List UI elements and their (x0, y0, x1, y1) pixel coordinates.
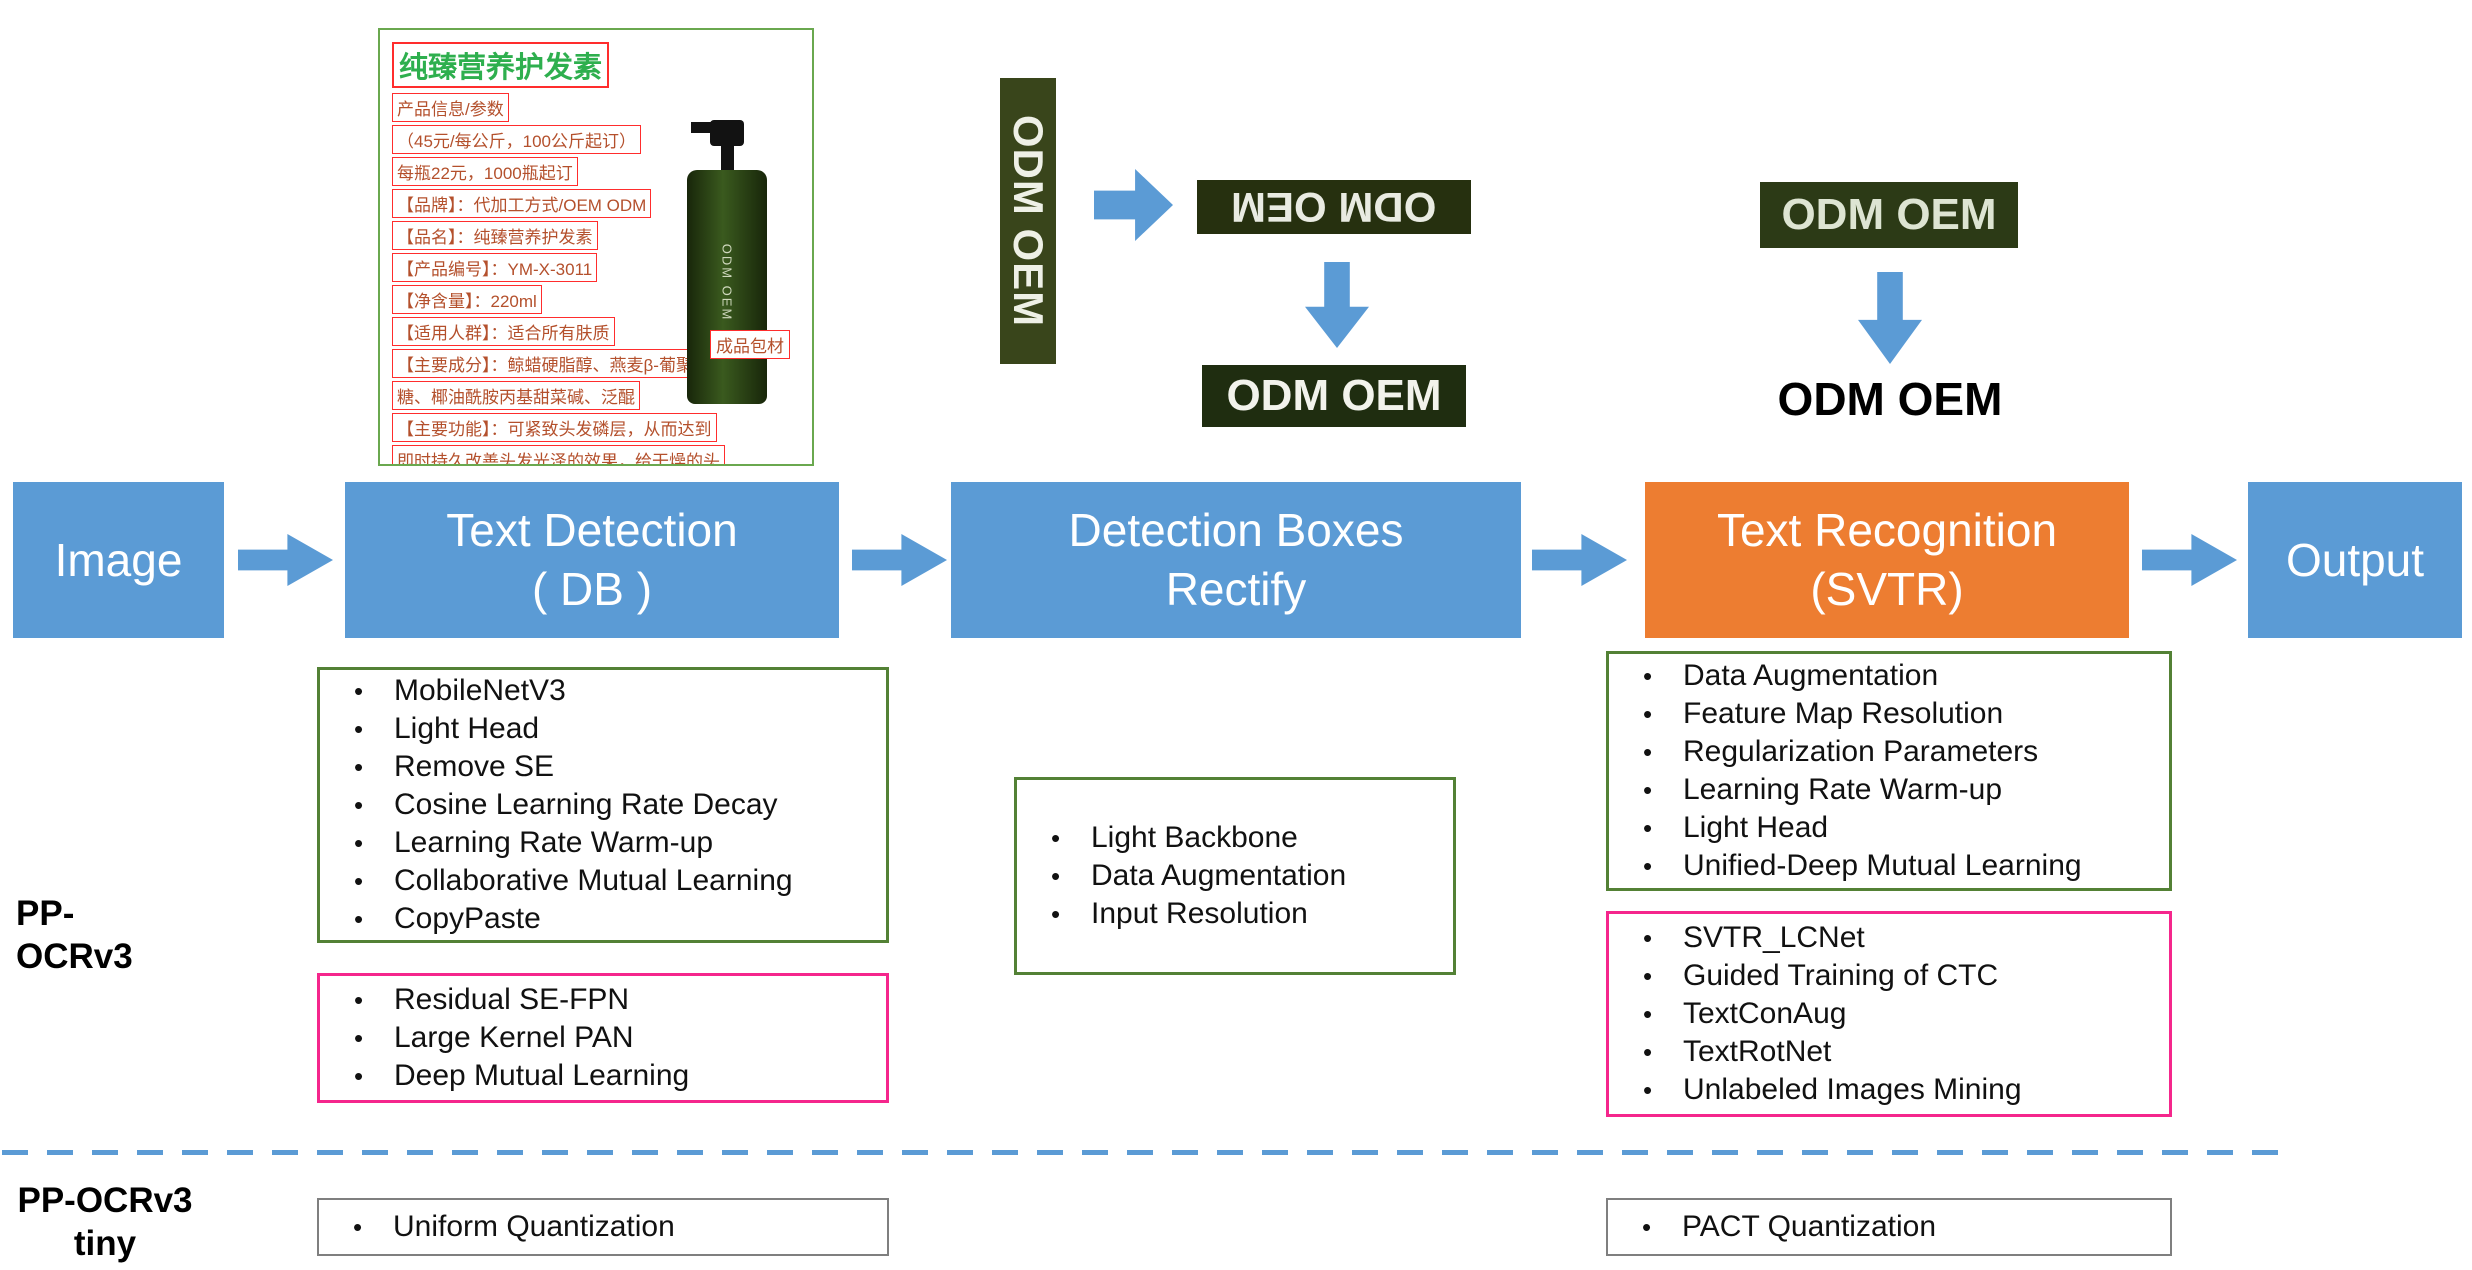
stage-label: Image (54, 533, 183, 586)
detection-new-strategy-box: Residual SE-FPN Large Kernel PAN Deep Mu… (317, 973, 889, 1103)
rectify-strategy-box: Light Backbone Data Augmentation Input R… (1014, 777, 1456, 975)
strategy-item: Uniform Quantization (319, 1208, 887, 1246)
stage-text-recognition: Text Recognition (SVTR) (1645, 482, 2129, 638)
detected-text-line: 每瓶22元，1000瓶起订 (392, 157, 578, 186)
sample-text-crop-flipped: ODM OEM (1197, 180, 1471, 234)
bottle-body: ODM OEM (687, 170, 767, 404)
detected-text-tag: 成品包材 (710, 330, 790, 359)
strategy-item: Unlabeled Images Mining (1609, 1071, 2169, 1109)
arrow-down-icon (1858, 272, 1922, 364)
strategy-item: Deep Mutual Learning (320, 1057, 886, 1095)
vertical-text: ODM OEM (1005, 114, 1053, 328)
detection-new-strategy-list: Residual SE-FPN Large Kernel PAN Deep Mu… (320, 981, 886, 1095)
sample-text-crop-rectified: ODM OEM (1202, 365, 1466, 427)
recognition-new-strategy-box: SVTR_LCNet Guided Training of CTC TextCo… (1606, 911, 2172, 1117)
tiny-detection-list: Uniform Quantization (319, 1208, 887, 1246)
detected-text-line: 【产品编号】：YM-X-3011 (392, 253, 598, 282)
stage-label-line1: Detection Boxes (1068, 504, 1404, 557)
detected-text-line: 【品名】：纯臻营养护发素 (392, 221, 598, 250)
strategy-item: Unified-Deep Mutual Learning (1609, 847, 2169, 885)
arrow-right-icon (1532, 534, 1627, 586)
strategy-item: Light Head (320, 710, 886, 748)
detection-optimization-box: MobileNetV3 Light Head Remove SE Cosine … (317, 667, 889, 943)
stage-label: Output (2285, 533, 2425, 586)
stage-label-line2: ( DB ) (531, 563, 653, 615)
row-label-ppocrv3: PP-OCRv3 (16, 894, 133, 976)
stage-label-line1: Text Recognition (1716, 504, 2058, 557)
strategy-item: Feature Map Resolution (1609, 695, 2169, 733)
arrow-right-icon (2142, 534, 2237, 586)
strategy-item: CopyPaste (320, 900, 886, 938)
tiny-recognition-box: PACT Quantization (1606, 1198, 2172, 1256)
strategy-item: TextConAug (1609, 995, 2169, 1033)
tiny-detection-box: Uniform Quantization (317, 1198, 889, 1256)
dashed-divider (2, 1150, 2294, 1155)
recognized-text-output: ODM OEM (1777, 373, 2003, 425)
strategy-item: Cosine Learning Rate Decay (320, 786, 886, 824)
sample-text-crop-recognition-input: ODM OEM (1760, 182, 2018, 248)
detected-text-line: （45元/每公斤，100公斤起订） (392, 125, 641, 154)
detection-optimization-list: MobileNetV3 Light Head Remove SE Cosine … (320, 672, 886, 938)
strategy-item: Remove SE (320, 748, 886, 786)
recognition-optimization-list: Data Augmentation Feature Map Resolution… (1609, 657, 2169, 885)
product-title-text: 纯臻营养护发素 (392, 42, 610, 88)
strategy-item: Light Head (1609, 809, 2169, 847)
sample-text-crop-vertical: ODM OEM (1000, 78, 1056, 364)
strategy-item: TextRotNet (1609, 1033, 2169, 1071)
strategy-item: Learning Rate Warm-up (320, 824, 886, 862)
sample-product-image: 纯臻营养护发素 产品信息/参数 （45元/每公斤，100公斤起订） 每瓶22元，… (378, 28, 814, 466)
arrow-down-icon (1305, 262, 1369, 348)
row-label-line1: PP-OCRv3 (17, 1181, 193, 1220)
detected-text-line: 【主要功能】：可紧致头发磷层，从而达到 (392, 413, 717, 442)
detected-text-line: 产品信息/参数 (392, 93, 509, 122)
flipped-text: ODM OEM (1231, 184, 1437, 231)
detected-text-line: 【净含量】：220ml (392, 285, 542, 314)
stage-detection-boxes-rectify: Detection Boxes Rectify (951, 482, 1521, 638)
detected-text-line: 糖、椰油酰胺丙基甜菜碱、泛醌 (392, 381, 640, 410)
rectify-strategy-list: Light Backbone Data Augmentation Input R… (1017, 819, 1453, 933)
row-label-ppocrv3-tiny: PP-OCRv3 tiny (16, 1180, 194, 1265)
strategy-item: Learning Rate Warm-up (1609, 771, 2169, 809)
rectified-text: ODM OEM (1226, 371, 1442, 420)
strategy-item: Regularization Parameters (1609, 733, 2169, 771)
arrow-right-icon (238, 534, 333, 586)
arrow-right-icon (852, 534, 947, 586)
detected-text-line: 【适用人群】：适合所有肤质 (392, 317, 615, 346)
stage-output: Output (2248, 482, 2462, 638)
strategy-item: Data Augmentation (1609, 657, 2169, 695)
stage-label-line2: (SVTR) (1810, 563, 1964, 615)
detected-text-line: 即时持久改善头发光泽的效果，给干燥的头 (392, 445, 725, 464)
stage-label-line1: Text Detection (446, 504, 738, 557)
strategy-item: SVTR_LCNet (1609, 919, 2169, 957)
product-bottle-image: ODM OEM (683, 108, 771, 408)
stage-image: Image (13, 482, 224, 638)
strategy-item: PACT Quantization (1608, 1208, 2170, 1246)
strategy-item: Residual SE-FPN (320, 981, 886, 1019)
bottle-pump-neck (721, 144, 734, 172)
crop-text: ODM OEM (1781, 190, 1997, 239)
strategy-item: Large Kernel PAN (320, 1019, 886, 1057)
strategy-item: Collaborative Mutual Learning (320, 862, 886, 900)
arrow-right-icon (1094, 169, 1173, 241)
row-label-line2: tiny (73, 1223, 137, 1263)
detected-text-line: 【品牌】：代加工方式/OEM ODM (392, 189, 652, 218)
strategy-item: Data Augmentation (1017, 857, 1453, 895)
recognition-optimization-box: Data Augmentation Feature Map Resolution… (1606, 651, 2172, 891)
stage-label-line2: Rectify (1165, 563, 1307, 615)
strategy-item: MobileNetV3 (320, 672, 886, 710)
recognition-new-strategy-list: SVTR_LCNet Guided Training of CTC TextCo… (1609, 919, 2169, 1109)
strategy-item: Light Backbone (1017, 819, 1453, 857)
stage-text-detection: Text Detection ( DB ) (345, 482, 839, 638)
bottle-label-text: ODM OEM (719, 243, 735, 322)
strategy-item: Guided Training of CTC (1609, 957, 2169, 995)
bottle-pump-head (710, 120, 744, 146)
tiny-recognition-list: PACT Quantization (1608, 1208, 2170, 1246)
strategy-item: Input Resolution (1017, 895, 1453, 933)
detected-text-line: 【主要成分】：鲸蜡硬脂醇、燕麦β-葡聚 (392, 349, 698, 378)
bottle-pump-spout (691, 122, 713, 133)
